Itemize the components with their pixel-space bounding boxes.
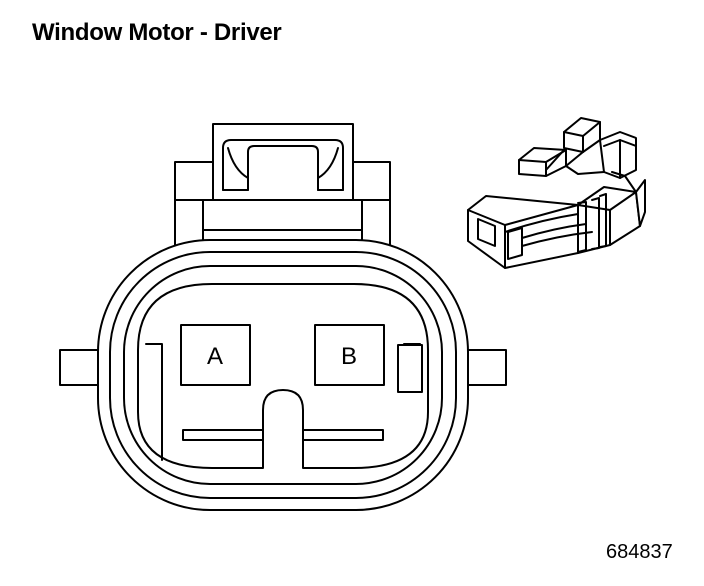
terminal-bar-b xyxy=(302,429,384,441)
cavity-b: B xyxy=(314,324,385,386)
side-key-slot xyxy=(397,344,423,393)
right-mounting-tab xyxy=(463,349,507,386)
locking-latch xyxy=(174,123,391,249)
cavity-b-label: B xyxy=(341,343,357,370)
connector-seal-ring xyxy=(123,265,443,485)
cavity-a: A xyxy=(180,324,251,386)
connector-cavity-outline xyxy=(137,283,429,469)
cavity-a-label: A xyxy=(207,343,223,370)
terminal-bar-a xyxy=(182,429,264,441)
figure-number: 684837 xyxy=(606,541,673,563)
diagram-title: Window Motor - Driver xyxy=(32,19,282,46)
connector-housing-ridge xyxy=(109,251,457,499)
left-mounting-tab xyxy=(59,349,103,386)
connector-isometric-view xyxy=(467,117,646,269)
connector-outer-housing xyxy=(97,239,469,511)
connector-face-view: A B xyxy=(59,123,507,511)
